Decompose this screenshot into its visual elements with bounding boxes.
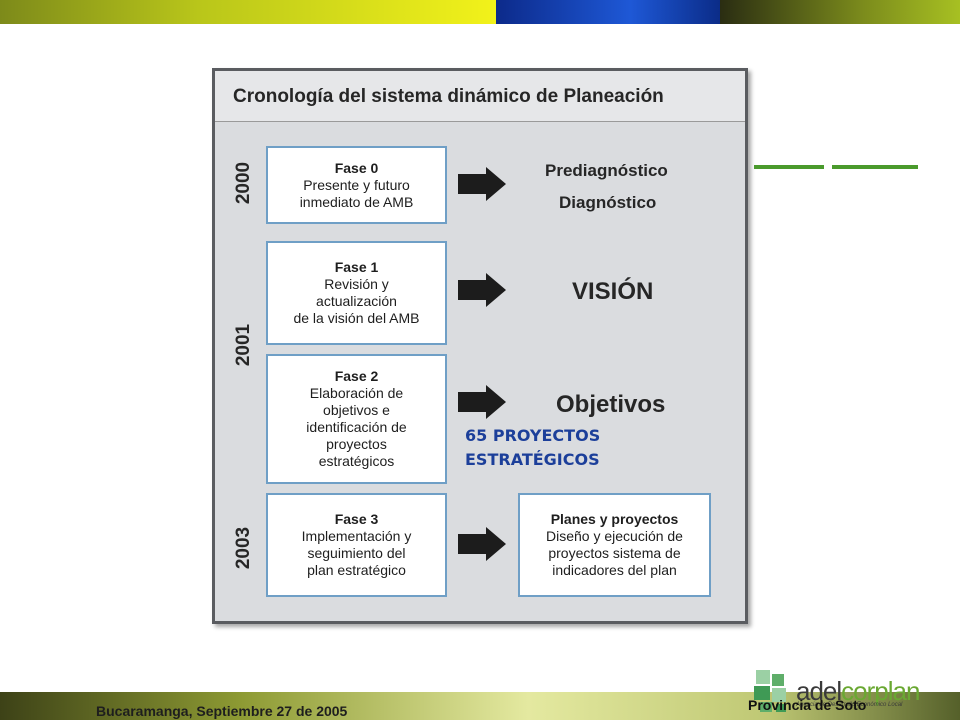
phase-line: de la visión del AMB xyxy=(293,310,420,326)
logo-wordmark-part1: adel xyxy=(796,676,842,706)
phase-line: Presente y futuro xyxy=(303,176,410,193)
year-label-2001: 2001 xyxy=(233,323,254,367)
phase-line: plan estratégico xyxy=(307,562,406,578)
outcome-box-planes: Planes y proyectos Diseño y ejecución de… xyxy=(518,493,711,597)
phase-line: Revisión y xyxy=(324,276,389,292)
phase-line: proyectos xyxy=(326,436,387,452)
outcome-prediagnostico: Prediagnóstico xyxy=(545,161,668,180)
bottom-color-band xyxy=(0,692,960,720)
outcome-box-line: proyectos sistema de xyxy=(548,545,681,561)
phase-title: Fase 1 xyxy=(334,259,379,275)
phase-line: identificación de xyxy=(306,419,407,435)
phase-line: Implementación y xyxy=(301,528,412,544)
logo-tagline: Agencia de Desarrollo Económico Local xyxy=(796,702,903,708)
phase-line: Elaboración de xyxy=(309,385,404,401)
phase-line: estratégicos xyxy=(318,453,395,469)
arrow-right-icon xyxy=(456,526,508,562)
strategic-projects-highlight: 65 PROYECTOS ESTRATÉGICOS xyxy=(465,424,600,472)
outcome-diagnostico: Diagnóstico xyxy=(559,193,657,212)
top-color-band xyxy=(0,0,960,24)
phase-line: inmediato de AMB xyxy=(299,193,414,210)
phase-title: Fase 3 xyxy=(334,511,379,527)
accent-dash xyxy=(832,165,918,169)
arrow-right-icon xyxy=(456,272,508,308)
highlight-line-1: 65 PROYECTOS xyxy=(465,426,601,445)
year-label-2000: 2000 xyxy=(233,161,254,205)
footer-location-date: Bucaramanga, Septiembre 27 de 2005 xyxy=(96,703,348,719)
band-segment-blue xyxy=(496,0,720,24)
outcome-box-line: Diseño y ejecución de xyxy=(546,528,683,544)
arrow-right-icon xyxy=(456,384,508,420)
band-segment-green xyxy=(720,0,960,24)
logo-caption: Provincia de Soto xyxy=(748,697,867,713)
year-label-2003: 2003 xyxy=(233,526,254,570)
phase-box-1: Fase 1 Revisión y actualización de la vi… xyxy=(266,241,447,345)
phase-line: objetivos e xyxy=(323,402,390,418)
diagram-title-bar xyxy=(215,71,745,122)
outcome-box-line: indicadores del plan xyxy=(552,562,677,578)
phase-line: actualización xyxy=(316,293,397,309)
phase-line: seguimiento del xyxy=(307,545,406,561)
phase-box-2: Fase 2 Elaboración de objetivos e identi… xyxy=(266,354,447,484)
logo-wordmark-part2: corplan xyxy=(841,676,920,706)
outcome-objetivos: Objetivos xyxy=(556,391,666,418)
outcome-box-title: Planes y proyectos xyxy=(550,511,679,527)
diagram-title: Cronología del sistema dinámico de Plane… xyxy=(233,86,664,107)
accent-dash xyxy=(754,165,824,169)
band-segment-yellow xyxy=(0,0,496,24)
phase-title: Fase 0 xyxy=(334,159,379,176)
phase-box-0: Fase 0 Presente y futuro inmediato de AM… xyxy=(266,146,447,224)
outcome-vision: VISIÓN xyxy=(572,278,654,305)
adelcorplan-logo-icon xyxy=(752,668,798,714)
logo-wordmark: adelcorplan xyxy=(796,676,920,707)
phase-box-3: Fase 3 Implementación y seguimiento del … xyxy=(266,493,447,597)
arrow-right-icon xyxy=(456,166,508,202)
highlight-line-2: ESTRATÉGICOS xyxy=(465,450,600,469)
phase-title: Fase 2 xyxy=(334,368,379,384)
